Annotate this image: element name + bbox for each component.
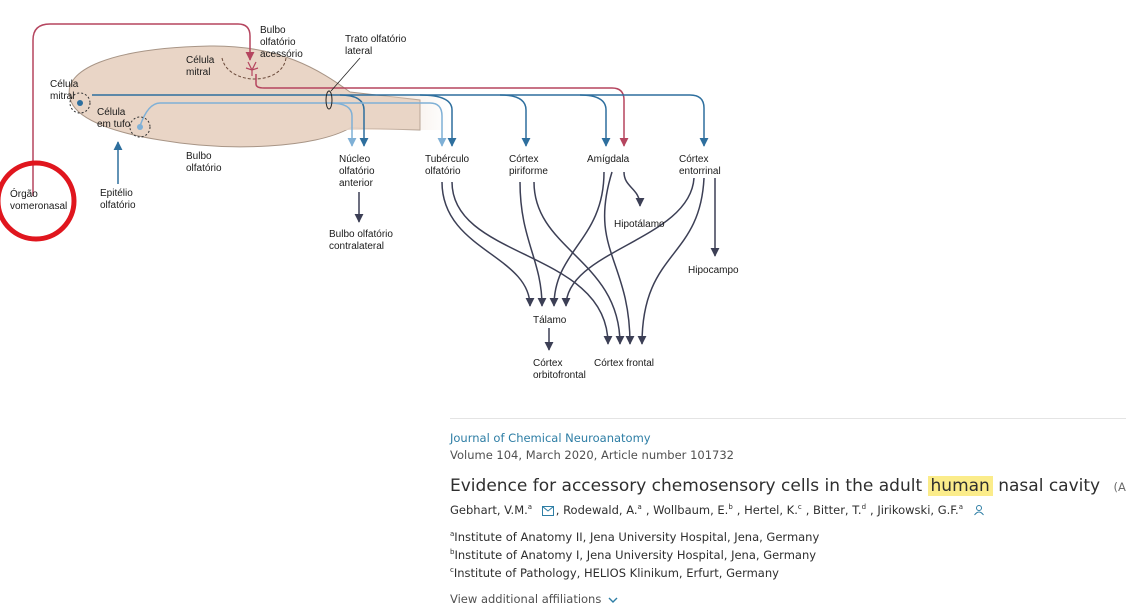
tract-to-piriforme bbox=[499, 94, 531, 147]
title-highlight: human bbox=[927, 476, 993, 496]
lateral-tract-main bbox=[92, 94, 709, 147]
amygdala-to-frontal bbox=[603, 171, 635, 345]
volume-info: Volume 104, March 2020, Article number 1… bbox=[450, 448, 734, 462]
tract-fade bbox=[330, 96, 450, 130]
author-link[interactable]: Bitter, T.d bbox=[813, 503, 867, 517]
accessory-mitral-cell bbox=[245, 61, 259, 76]
chevron-down-icon bbox=[608, 597, 618, 604]
tract-to-nucleus bbox=[339, 94, 369, 147]
trato-pointer bbox=[330, 57, 361, 92]
document-type: (Article) bbox=[1113, 480, 1126, 494]
article-title: Evidence for accessory chemosensory cell… bbox=[450, 476, 1126, 496]
tufted-cell-soma bbox=[137, 124, 143, 130]
tract-to-amygdala bbox=[579, 94, 611, 147]
tract-to-tuberculo bbox=[419, 94, 457, 147]
person-icon[interactable] bbox=[973, 504, 985, 516]
tufted-cell bbox=[129, 116, 151, 138]
tuberculo-to-frontal bbox=[451, 181, 613, 345]
lateral-tract-marker bbox=[325, 90, 333, 110]
author-list: Gebhart, V.M.a , Rodewald, A.a, Wollbaum… bbox=[450, 503, 1126, 517]
label-talamo: Tálamo bbox=[533, 315, 567, 326]
amygdala-to-hipotalamo bbox=[623, 171, 645, 207]
mitral-cell-soma bbox=[77, 100, 83, 106]
affiliation-item: bInstitute of Anatomy I, Jena University… bbox=[450, 547, 817, 562]
title-text-after: nasal cavity bbox=[998, 476, 1101, 496]
journal-link[interactable]: Journal of Chemical Neuroanatomy bbox=[450, 431, 651, 445]
amygdala-to-talamo bbox=[549, 171, 605, 307]
author-link[interactable]: Wollbaum, E.b bbox=[653, 503, 733, 517]
label-frontal: Córtex frontal bbox=[594, 358, 654, 369]
author-link[interactable]: Hertel, K.c bbox=[744, 503, 802, 517]
author-link[interactable]: Jirikowski, G.F.a bbox=[877, 503, 963, 517]
affiliation-list: aInstitute of Anatomy II, Jena Universit… bbox=[450, 527, 1126, 580]
tufted-to-nucleus bbox=[329, 102, 357, 147]
piriforme-to-talamo bbox=[519, 181, 547, 307]
tufted-pathway bbox=[139, 102, 447, 147]
piriforme-to-frontal bbox=[533, 181, 625, 345]
view-more-affiliations[interactable]: View additional affiliations bbox=[450, 592, 1126, 606]
tuberculo-to-talamo bbox=[441, 181, 535, 307]
affiliation-item: aInstitute of Anatomy II, Jena Universit… bbox=[450, 529, 820, 544]
label-hipotalamo: Hipotálamo bbox=[614, 219, 665, 230]
entorrinal-to-talamo bbox=[561, 177, 695, 307]
mitral-cell-left bbox=[69, 92, 91, 114]
label-amigdala: Amígdala bbox=[587, 154, 630, 165]
author-link[interactable]: Gebhart, V.M.a bbox=[450, 503, 533, 517]
citation-panel: Journal of Chemical Neuroanatomy Volume … bbox=[450, 418, 1126, 606]
entorrinal-to-frontal bbox=[637, 177, 705, 345]
title-text-before: Evidence for accessory chemosensory cell… bbox=[450, 476, 923, 496]
label-hipocampo: Hipocampo bbox=[688, 265, 739, 276]
accessory-bulb-outline bbox=[221, 57, 287, 80]
author-link[interactable]: Rodewald, A.a bbox=[563, 503, 642, 517]
mail-icon[interactable] bbox=[541, 506, 554, 516]
vomeronasal-pathway bbox=[32, 23, 255, 196]
affiliation-item: cInstitute of Pathology, HELIOS Klinikum… bbox=[450, 565, 779, 580]
highlight-circle bbox=[0, 160, 77, 242]
